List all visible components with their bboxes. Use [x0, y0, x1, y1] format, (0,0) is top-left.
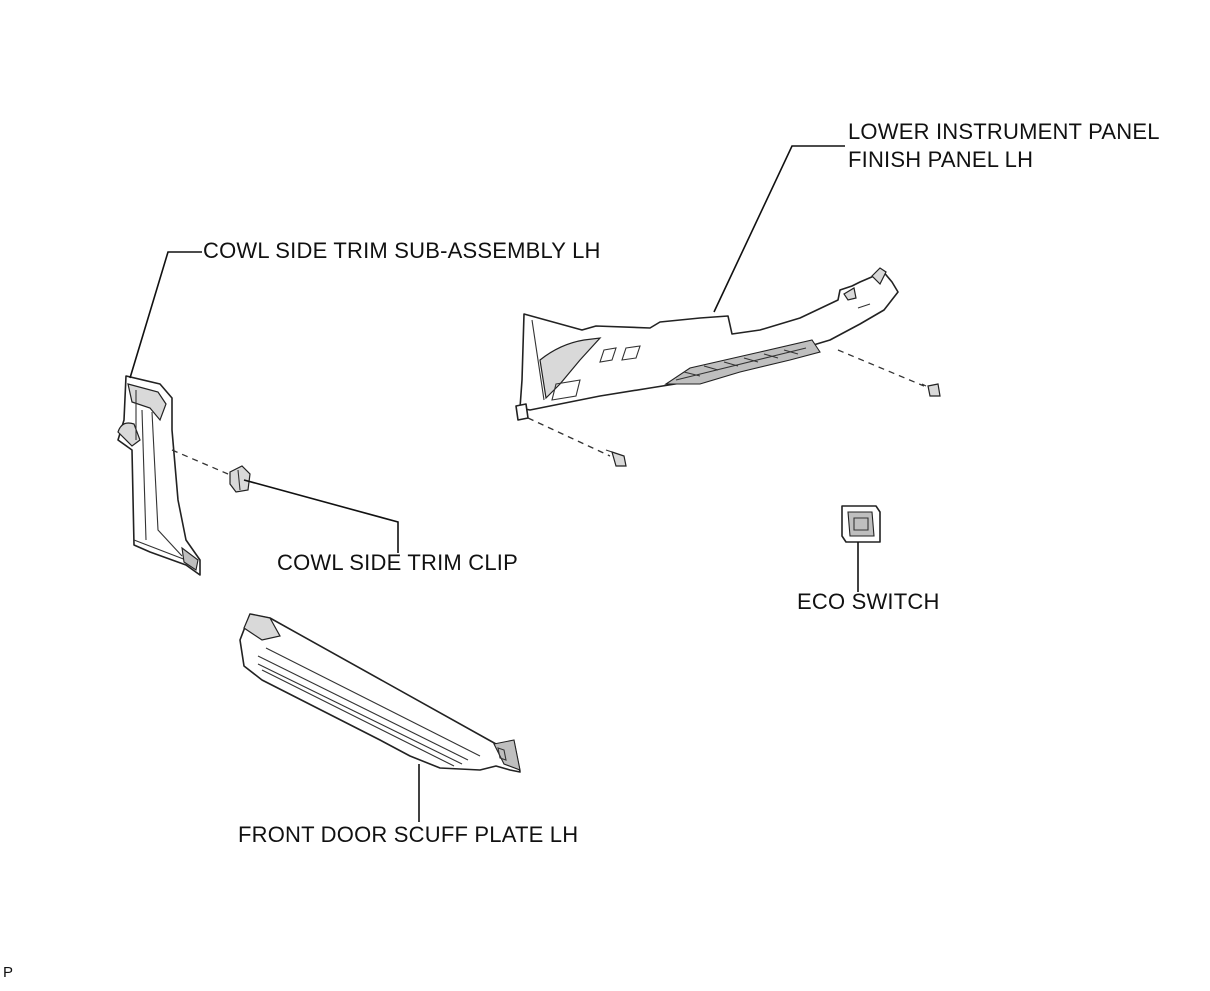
eco-switch-part: [841, 505, 881, 543]
label-cowl-side-trim: COWL SIDE TRIM SUB-ASSEMBLY LH: [203, 238, 601, 263]
lower-instrument-panel-part: [515, 267, 899, 421]
dash-panel-to-screw-right: [837, 349, 925, 387]
label-front-door-scuff-plate: FRONT DOOR SCUFF PLATE LH: [238, 822, 579, 847]
leader-cowl-trim: [129, 251, 202, 379]
leader-cowl-clip: [243, 479, 399, 553]
dash-cowl-to-clip: [171, 449, 229, 475]
label-lower-panel-line1: LOWER INSTRUMENT PANEL: [848, 119, 1160, 144]
scuff-plate-part: [239, 613, 521, 773]
label-lower-panel-line2: FINISH PANEL LH: [848, 147, 1034, 172]
label-cowl-side-trim-clip: COWL SIDE TRIM CLIP: [277, 550, 518, 575]
dash-panel-to-screw-left: [527, 417, 611, 457]
label-eco-switch: ECO SWITCH: [797, 589, 940, 614]
screw-right: [921, 383, 941, 397]
cowl-side-trim-clip-part: [229, 465, 251, 493]
leader-lower-panel: [713, 145, 845, 313]
corner-mark: P: [3, 964, 14, 981]
cowl-side-trim-part: [117, 375, 201, 576]
screw-left: [605, 449, 627, 467]
